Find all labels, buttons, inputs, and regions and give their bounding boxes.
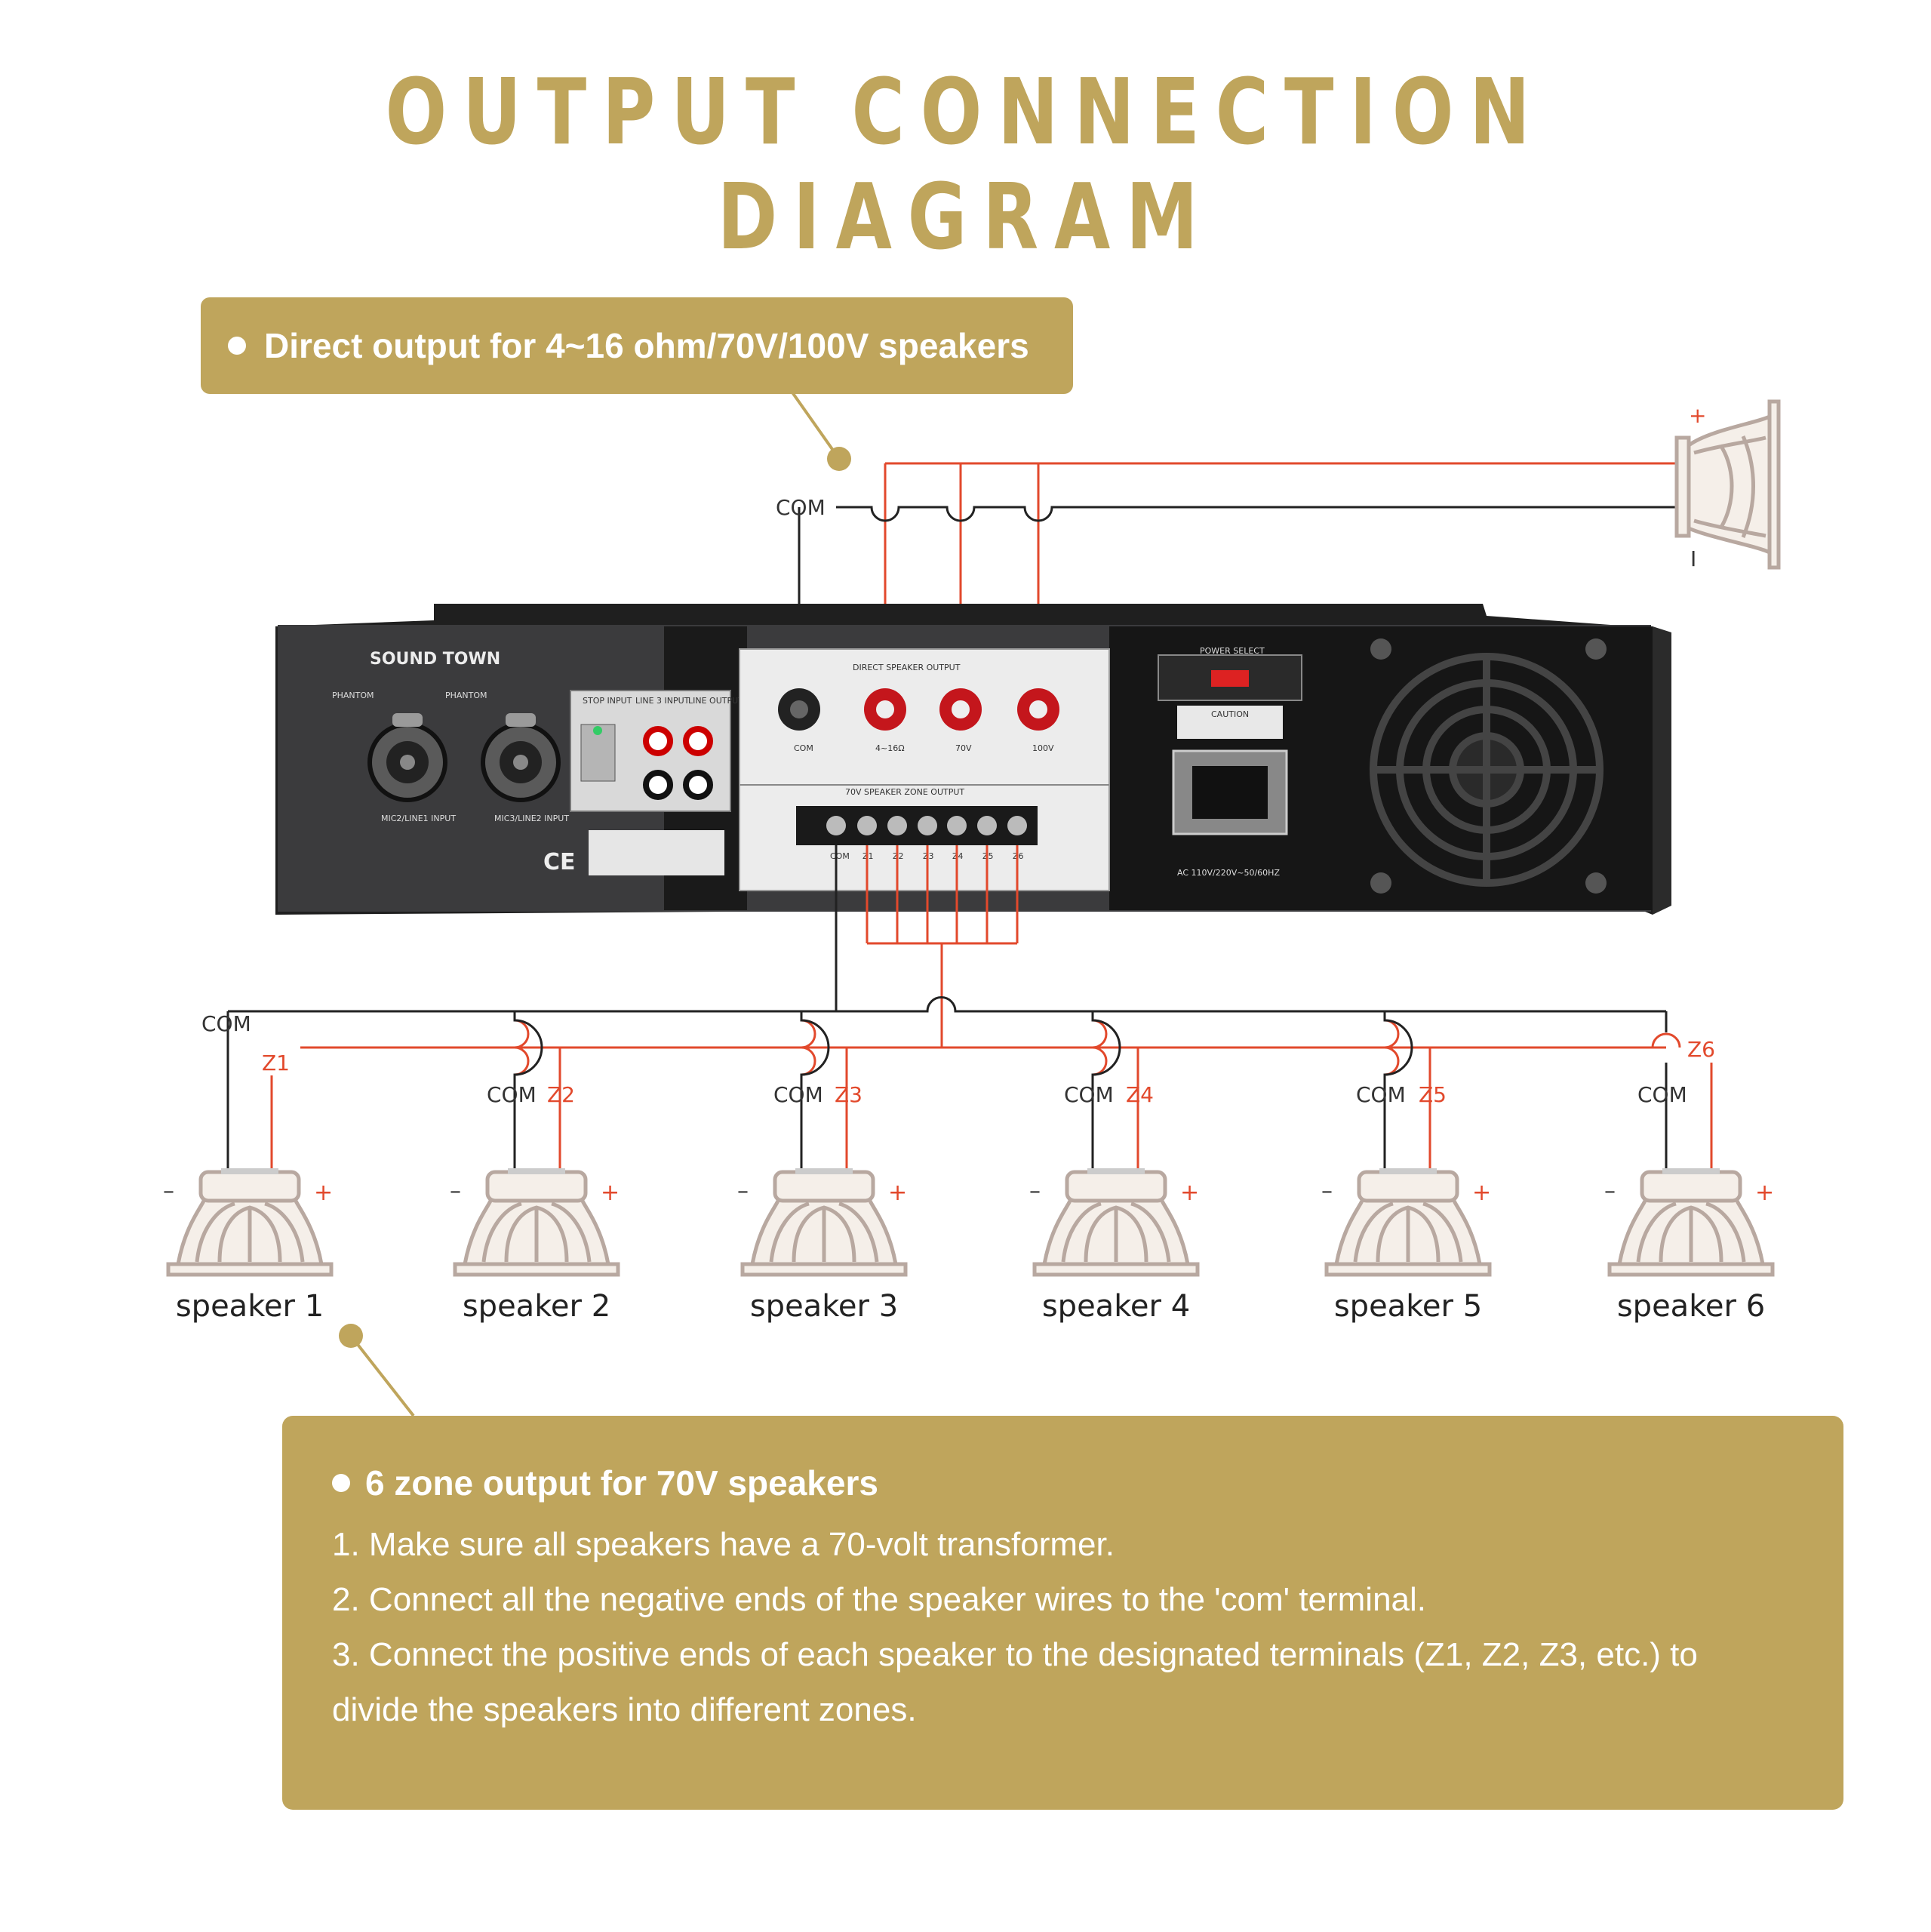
speaker-5-icon: – + speaker 5 [1321,1168,1492,1324]
speaker-3-plus-sign: + [888,1180,907,1206]
speaker-1-name: speaker 1 [176,1289,324,1324]
direct-speaker-icon [1674,399,1781,570]
speaker-2-icon: – + speaker 2 [450,1168,620,1324]
zone-output-header: 70V SPEAKER ZONE OUTPUT [845,787,964,797]
speaker-1-icon: – + speaker 1 [163,1168,334,1324]
zone-step-1: 1. Make sure all speakers have a 70-volt… [332,1526,1115,1563]
mic-input-2-jack [481,713,561,802]
mic2-input-label: MIC3/LINE2 INPUT [494,814,569,823]
zone-step-4: divide the speakers into different zones… [332,1691,917,1728]
direct-term-com: COM [794,743,813,753]
direct-term-4-16: 4~16Ω [875,743,905,753]
lineout-white-rca [683,770,713,800]
direct-output-callout-text: Direct output for 4~16 ohm/70V/100V spea… [264,326,1029,365]
zone-output-callout: 6 zone output for 70V speakers 1. Make s… [282,1416,1843,1810]
direct-plus-sign: + [1689,403,1706,428]
direct-minus-sign: I [1690,546,1696,571]
line3-red-rca [643,726,673,756]
bottom-callout-leader [349,1334,415,1417]
bullet-icon [332,1474,350,1492]
zone-step-3: 3. Connect the positive ends of each spe… [332,1636,1698,1673]
speaker-5-plus-sign: + [1472,1180,1491,1206]
speaker-6-minus-sign: – [1604,1178,1616,1204]
zone-callout-heading-row: 6 zone output for 70V speakers [332,1463,1843,1503]
line-output-label: LINE OUTPUT [688,696,743,706]
direct-output-header: DIRECT SPEAKER OUTPUT [853,663,961,672]
speaker-2-name: speaker 2 [463,1289,610,1324]
speaker-4-icon: – + speaker 4 [1029,1168,1200,1324]
speaker-6-com-label: COM [1637,1082,1687,1107]
speaker-6-name: speaker 6 [1617,1289,1765,1324]
zone-callout-heading: 6 zone output for 70V speakers [365,1463,878,1503]
amplifier-rear-panel: SOUND TOWN PHANTOM PHANTOM MIC2/LINE1 IN… [275,604,1671,915]
top-callout-leader [791,391,841,460]
speaker-4-com-label: COM [1064,1082,1114,1107]
line3-input-label: LINE 3 INPUT [635,696,690,706]
zone-z1-label: Z1 [262,1051,290,1075]
speaker-2-plus-sign: + [601,1180,620,1206]
speaker-4-name: speaker 4 [1042,1289,1190,1324]
direct-wiring: COM + I [776,399,1781,683]
bottom-callout-dot [339,1324,363,1348]
speaker-2-com-label: COM [487,1082,537,1107]
zone-term-com: COM [830,851,850,861]
line3-white-rca [643,770,673,800]
direct-term-100v: 100V [1032,743,1054,753]
speaker-6-icon: – + speaker 6 [1604,1168,1775,1324]
phantom-label-2: PHANTOM [445,691,487,700]
stop-input-label: STOP INPUT [583,696,632,706]
speaker-5-minus-sign: – [1321,1178,1333,1204]
speaker-3-minus-sign: – [737,1178,749,1204]
direct-output-callout: Direct output for 4~16 ohm/70V/100V spea… [201,297,1073,394]
zone-z6-label: Z6 [1687,1037,1715,1062]
speaker-5-name: speaker 5 [1334,1289,1482,1324]
mic-input-1-jack [367,713,447,802]
lineout-red-rca [683,726,713,756]
power-select-label: POWER SELECT [1200,646,1265,656]
ce-mark: CE [543,849,576,875]
ac-voltage-label: AC 110V/220V~50/60HZ [1177,868,1280,878]
speaker-3-icon: – + speaker 3 [737,1168,908,1324]
speaker-3-zone-label: Z3 [835,1082,862,1107]
speaker-5-zone-label: Z5 [1419,1082,1447,1107]
mic1-input-label: MIC2/LINE1 INPUT [381,814,456,823]
speaker-2-zone-label: Z2 [547,1082,575,1107]
top-callout-dot [827,447,851,471]
page-title: OUTPUT CONNECTION DIAGRAM [385,60,1546,270]
zone-wiring [226,845,1713,1168]
speakers-layer: – + speaker 1 – + speaker 2 – + speaker 3 – + speak… [163,1168,1775,1324]
phantom-label-1: PHANTOM [332,691,374,700]
bullet-icon [228,337,246,355]
speaker-4-minus-sign: – [1029,1178,1041,1204]
speaker-4-plus-sign: + [1180,1180,1199,1206]
direct-com-label: COM [776,495,826,520]
speaker-3-name: speaker 3 [750,1289,898,1324]
power-select-switch [1211,670,1249,687]
speaker-3-com-label: COM [773,1082,823,1107]
speaker-6-plus-sign: + [1755,1180,1774,1206]
speaker-1-plus-sign: + [314,1180,333,1206]
speaker-1-minus-sign: – [163,1178,174,1204]
speaker-5-com-label: COM [1356,1082,1406,1107]
zone-step-2: 2. Connect all the negative ends of the … [332,1581,1427,1618]
zone-main-com-label: COM [201,1011,251,1036]
direct-term-70v: 70V [955,743,972,753]
speaker-2-minus-sign: – [450,1178,461,1204]
speaker-4-zone-label: Z4 [1126,1082,1154,1107]
caution-label: CAUTION [1211,709,1249,719]
cooling-fan-icon [1370,653,1604,887]
brand-logo: SOUND TOWN [370,650,500,669]
